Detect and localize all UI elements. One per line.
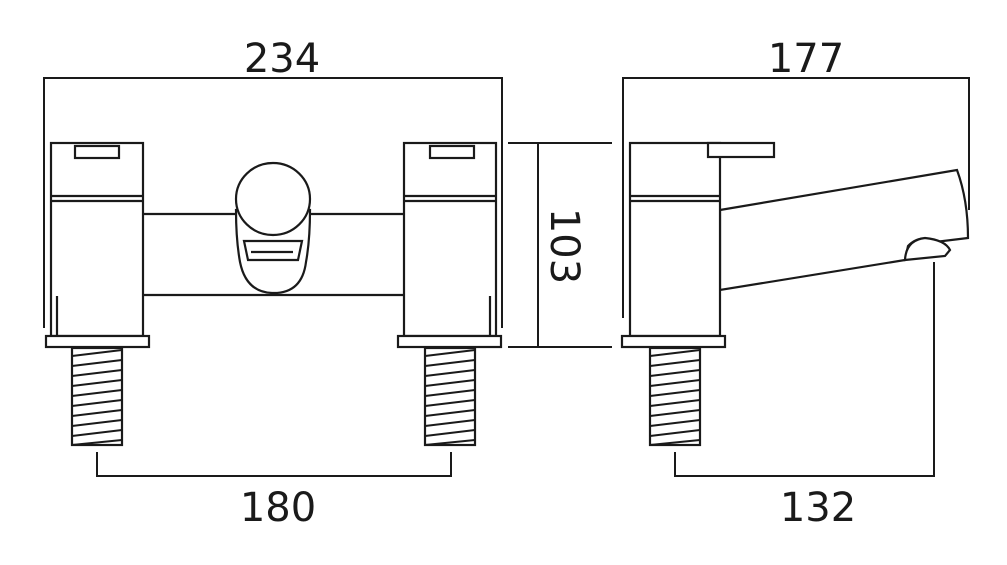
front-right-pillar bbox=[396, 141, 503, 349]
side-spout bbox=[718, 168, 970, 292]
front-left-thread bbox=[70, 346, 124, 447]
dim-spout-reach-label: 132 bbox=[780, 485, 856, 531]
dim-tap-centres-label: 180 bbox=[240, 485, 316, 531]
dim-height: 103 bbox=[508, 142, 612, 348]
front-lever-handle bbox=[234, 161, 312, 295]
dim-spout-reach: 132 bbox=[674, 262, 935, 531]
dim-tap-centres: 180 bbox=[96, 452, 452, 531]
side-thread bbox=[648, 346, 702, 447]
dim-front-width-label: 234 bbox=[244, 36, 320, 82]
dim-side-depth-label: 177 bbox=[768, 36, 844, 82]
dim-front-width: 234 bbox=[43, 36, 503, 328]
side-pillar bbox=[620, 141, 776, 349]
front-view: 234 bbox=[43, 36, 503, 531]
dim-height-label: 103 bbox=[541, 208, 587, 284]
front-right-thread bbox=[423, 346, 477, 447]
front-left-pillar bbox=[44, 141, 151, 349]
dim-side-depth: 177 bbox=[622, 36, 970, 318]
side-view: 177 132 bbox=[620, 36, 970, 531]
